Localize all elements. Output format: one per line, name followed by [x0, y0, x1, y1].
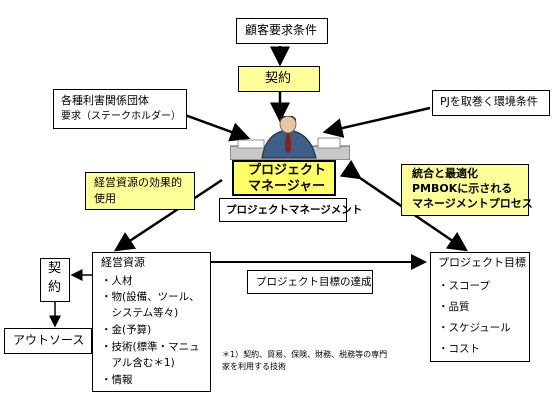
- pj-environment-box: PJを取巻く環境条件: [432, 90, 550, 116]
- project-goals-item-0: ・スコープ: [438, 280, 490, 292]
- contract-top-label: 契約: [265, 71, 292, 86]
- project-goals-item-1: ・品質: [438, 301, 470, 313]
- resources-item-3: ・金(予算): [101, 324, 152, 336]
- resources-box: 経営資源 ・人材 ・物(設備、ツール、 システム等々) ・金(予算) ・技術(標…: [92, 252, 211, 392]
- project-manager-line2: マネージャー: [248, 179, 326, 194]
- project-goals-box: プロジェクト目標 ・スコープ ・品質 ・スケジュール ・コスト: [430, 252, 530, 362]
- resources-item-5: アル含む＊1): [101, 357, 175, 369]
- resources-item-4: ・技術(標準・マニュ: [101, 341, 200, 353]
- contract-left-line1: 契: [48, 261, 62, 276]
- project-management-box: プロジェクトマネージメント: [219, 198, 362, 222]
- stakeholders-line2: 要求（ステークホルダー）: [61, 111, 181, 122]
- stakeholders-line1: 各種利害関係団体: [61, 94, 149, 107]
- project-manager-line1: プロジェクト: [248, 163, 327, 178]
- project-goals-item-2: ・スケジュール: [438, 322, 511, 334]
- pj-environment-label: PJを取巻く環境条件: [440, 95, 538, 108]
- pmbok-line1: 統合と最適化: [412, 167, 478, 180]
- project-goals-title: プロジェクト目標: [438, 256, 526, 269]
- project-manager-box: プロジェクト マネージャー: [232, 160, 336, 196]
- project-goals-item-3: ・コスト: [438, 343, 480, 355]
- outsource-box: アウトソース: [4, 328, 92, 354]
- footnote-line2: 家を利用する技術: [222, 362, 286, 371]
- contract-top-box: 契約: [238, 66, 320, 92]
- customer-requirements-label: 顧客要求条件: [245, 23, 318, 37]
- outsource-label: アウトソース: [13, 333, 85, 347]
- footnote-line1: ＊1）契約、貿易、保険、財務、税務等の専門: [222, 350, 388, 359]
- customer-requirements-box: 顧客要求条件: [236, 18, 328, 44]
- pmbok-line3: マネージメントプロセス: [412, 197, 533, 210]
- goal-achievement-box: プロジェクト目標の達成: [247, 270, 373, 294]
- pmbok-line2: PMBOKに示される: [412, 182, 513, 195]
- effective-use-line1: 経営資源の効果的: [94, 176, 182, 189]
- effective-use-line2: 使用: [94, 192, 116, 205]
- resources-title: 経営資源: [101, 256, 145, 269]
- resources-item-2: システム等々): [101, 307, 179, 319]
- resources-item-6: ・情報: [101, 374, 133, 386]
- pmbok-box: 統合と最適化 PMBOKに示される マネージメントプロセス: [401, 164, 533, 216]
- resources-item-0: ・人材: [101, 275, 133, 287]
- contract-left-box: 契 約: [40, 258, 70, 302]
- effective-use-box: 経営資源の効果的 使用: [85, 172, 195, 210]
- contract-left-line2: 約: [48, 280, 62, 295]
- project-manager-illustration: [230, 116, 350, 160]
- goal-achievement-label: プロジェクト目標の達成: [256, 276, 372, 288]
- project-management-label: プロジェクトマネージメント: [226, 204, 363, 216]
- stakeholders-box: 各種利害関係団体 要求（ステークホルダー）: [53, 89, 187, 129]
- resources-item-1: ・物(設備、ツール、: [101, 291, 200, 303]
